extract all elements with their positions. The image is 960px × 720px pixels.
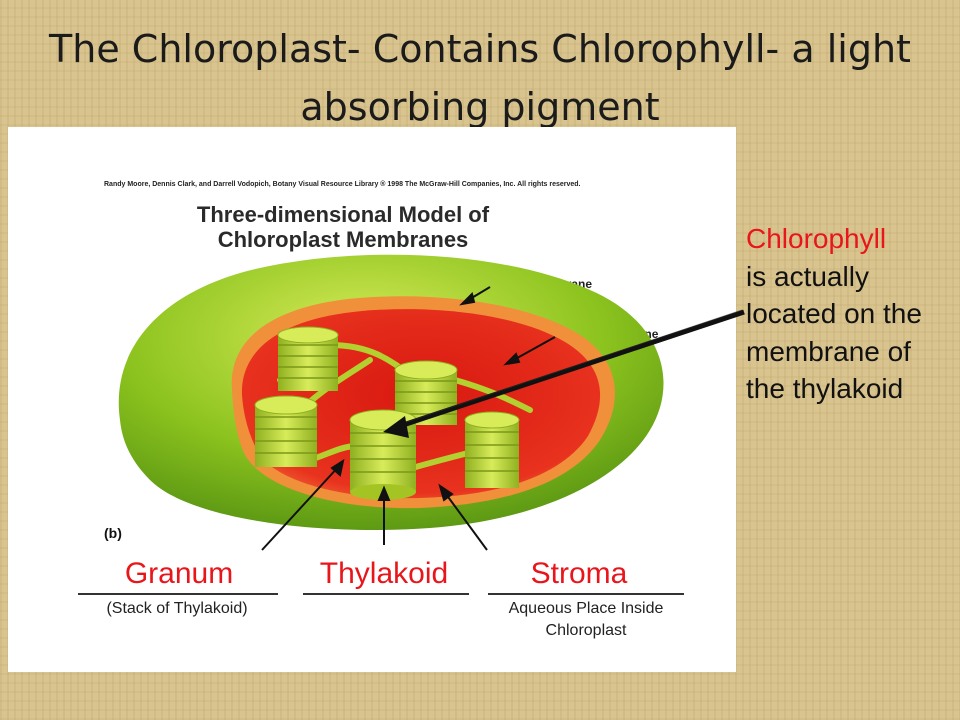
granum-stack-4 xyxy=(464,411,520,488)
chlorophyll-highlight: Chlorophyll xyxy=(746,223,887,254)
granum-stack-1 xyxy=(277,326,339,391)
stroma-label: Stroma xyxy=(530,557,628,590)
granum-label: Granum xyxy=(124,557,234,590)
granum-underline xyxy=(78,593,278,595)
granum-description: (Stack of Thylakoid) xyxy=(106,600,248,617)
stroma-underline xyxy=(488,593,684,595)
thylakoid-underline xyxy=(303,593,469,595)
chlorophyll-arrow xyxy=(383,309,745,438)
label-pointer-arrows xyxy=(261,286,556,551)
figure-title: Three-dimensional Model of Chloroplast M… xyxy=(196,202,490,252)
stroma-description: Aqueous Place Inside Chloroplast xyxy=(508,600,664,639)
chlorophyll-note-text: is actually located on the membrane of t… xyxy=(746,260,922,405)
granum-stack-3 xyxy=(254,395,318,467)
figure-credit: Randy Moore, Dennis Clark, and Darrell V… xyxy=(104,181,581,188)
slide-title: The Chloroplast- Contains Chlorophyll- a… xyxy=(49,27,911,129)
chlorophyll-note: Chlorophyll is actually located on the m… xyxy=(746,220,946,408)
panel-label: (b) xyxy=(104,525,122,541)
thylakoid-label: Thylakoid xyxy=(319,557,449,590)
